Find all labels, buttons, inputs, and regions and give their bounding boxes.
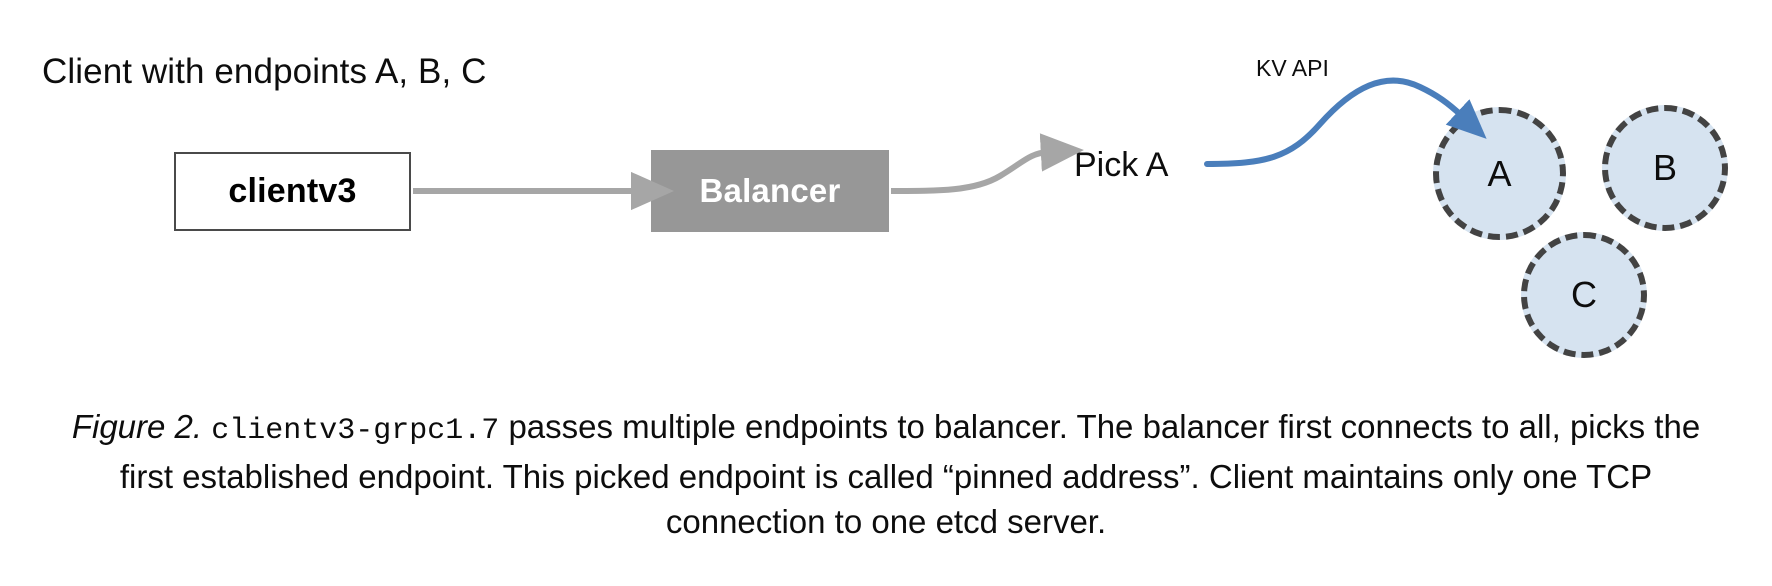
figure-caption: Figure 2. clientv3-grpc1.7 passes multip… — [60, 404, 1712, 544]
endpoint-circle-b[interactable]: B — [1602, 105, 1728, 231]
endpoint-circle-c[interactable]: C — [1521, 232, 1647, 358]
node-clientv3-label: clientv3 — [228, 172, 357, 210]
caption-body-text: passes multiple endpoints to balancer. T… — [119, 408, 1701, 540]
caption-figure-prefix: Figure 2. — [71, 408, 203, 445]
kv-api-label: KV API — [1256, 55, 1329, 81]
node-clientv3[interactable]: clientv3 — [174, 152, 411, 231]
endpoint-b-label: B — [1652, 147, 1677, 188]
connector-balancer-to-pick — [890, 133, 1084, 194]
diagram-heading: Client with endpoints A, B, C — [42, 52, 487, 91]
pick-a-label: Pick A — [1074, 146, 1169, 184]
caption-code-term: clientv3-grpc1.7 — [211, 414, 500, 448]
node-balancer[interactable]: Balancer — [651, 150, 889, 232]
endpoint-a-label: A — [1487, 152, 1512, 194]
endpoint-c-label: C — [1571, 274, 1597, 315]
endpoint-circle-a[interactable]: A — [1433, 107, 1566, 240]
node-balancer-label: Balancer — [699, 172, 841, 209]
connector-pick-to-endpoint-a — [1204, 77, 1487, 167]
